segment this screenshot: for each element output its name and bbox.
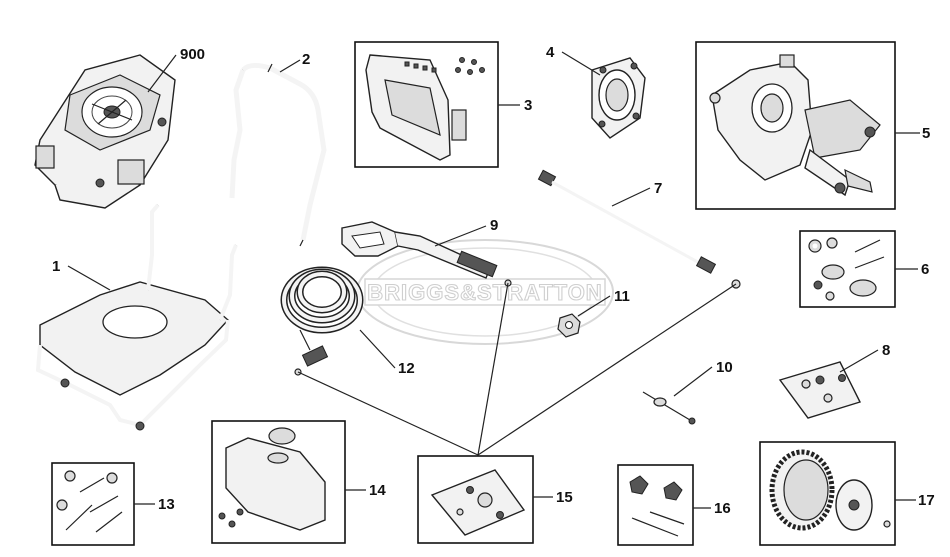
control-panel-part[interactable] bbox=[365, 54, 485, 161]
tank-box bbox=[211, 420, 346, 544]
label-3: 3 bbox=[524, 97, 532, 114]
kit-box-15 bbox=[417, 455, 534, 544]
label-17: 17 bbox=[918, 492, 935, 509]
o-ring-kit-15[interactable] bbox=[430, 469, 526, 536]
knob-box-16 bbox=[617, 464, 694, 546]
pump-part[interactable] bbox=[709, 54, 881, 197]
label-14: 14 bbox=[369, 482, 386, 499]
label-12: 12 bbox=[398, 360, 415, 377]
frame-part[interactable] bbox=[35, 203, 238, 431]
label-7: 7 bbox=[654, 180, 662, 197]
engine-part[interactable] bbox=[34, 54, 176, 209]
label-11: 11 bbox=[614, 288, 630, 305]
wheel-box-17 bbox=[759, 441, 896, 546]
label-15: 15 bbox=[556, 489, 573, 506]
label-13: 13 bbox=[158, 496, 175, 513]
label-2: 2 bbox=[302, 51, 310, 68]
watermark-text: BRIGGS&STRATTON bbox=[367, 280, 602, 305]
o-ring-kit-part[interactable] bbox=[778, 361, 861, 419]
label-10: 10 bbox=[716, 359, 733, 376]
label-900: 900 bbox=[180, 46, 205, 63]
axle-part[interactable] bbox=[642, 391, 696, 425]
hardware-kit-6[interactable] bbox=[808, 237, 885, 301]
hose-part[interactable] bbox=[280, 266, 364, 376]
label-5: 5 bbox=[922, 125, 930, 142]
label-16: 16 bbox=[714, 500, 731, 517]
handle-part[interactable] bbox=[229, 62, 327, 247]
spray-gun-part[interactable] bbox=[341, 221, 512, 287]
leader-lines-15 bbox=[297, 282, 737, 456]
label-8: 8 bbox=[882, 342, 890, 359]
flange-part[interactable] bbox=[591, 57, 646, 139]
label-1: 1 bbox=[52, 258, 60, 275]
nut-part[interactable] bbox=[557, 313, 581, 338]
label-9: 9 bbox=[490, 217, 498, 234]
bolt-kit-13[interactable] bbox=[56, 470, 123, 533]
label-4: 4 bbox=[546, 44, 555, 61]
fuel-tank-part[interactable] bbox=[218, 427, 326, 531]
pump-box bbox=[695, 41, 896, 210]
knob-kit-16[interactable] bbox=[629, 475, 685, 537]
label-6: 6 bbox=[921, 261, 929, 278]
spray-lance-part[interactable] bbox=[537, 169, 741, 289]
wheel-part[interactable] bbox=[769, 449, 891, 531]
watermark-logo: BRIGGS&STRATTON bbox=[356, 239, 614, 345]
